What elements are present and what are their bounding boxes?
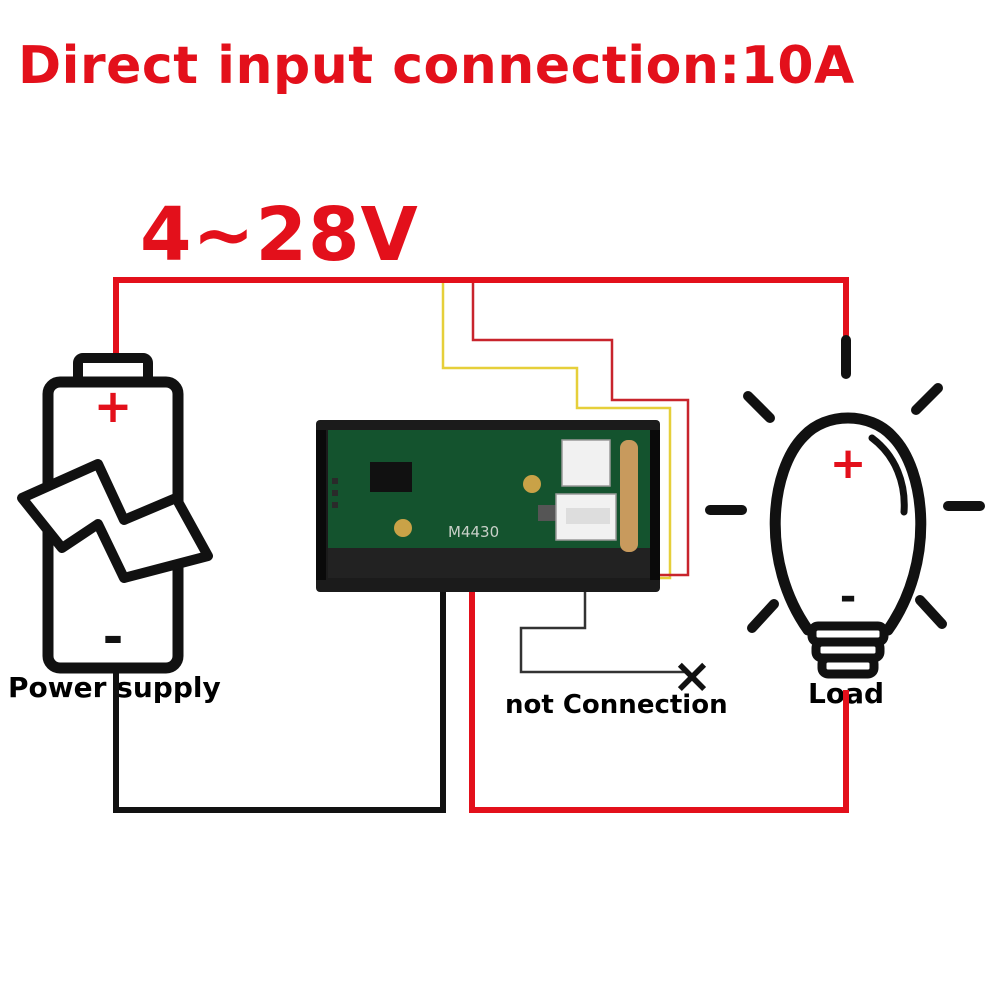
meter-model-text: M4430: [448, 523, 499, 541]
unused-black-lead: [519, 532, 688, 674]
not-connection-x-marker: ×: [672, 648, 712, 704]
meter-module: [316, 420, 660, 592]
positive-supply-wire: [113, 277, 849, 362]
light-rays: [705, 335, 985, 633]
light-bulb-icon: [769, 412, 927, 679]
battery-positive-sign: +: [94, 379, 133, 433]
voltage-range-label: 4~28V: [140, 192, 419, 278]
load-negative-sign: -: [840, 574, 857, 620]
load-positive-sign: +: [830, 438, 867, 489]
battery-lightning-icon: [17, 353, 213, 674]
diagram-title: Direct input connection:10A: [18, 36, 855, 96]
not-connection-label: not Connection: [505, 690, 728, 720]
battery-negative-sign: -: [103, 608, 124, 666]
